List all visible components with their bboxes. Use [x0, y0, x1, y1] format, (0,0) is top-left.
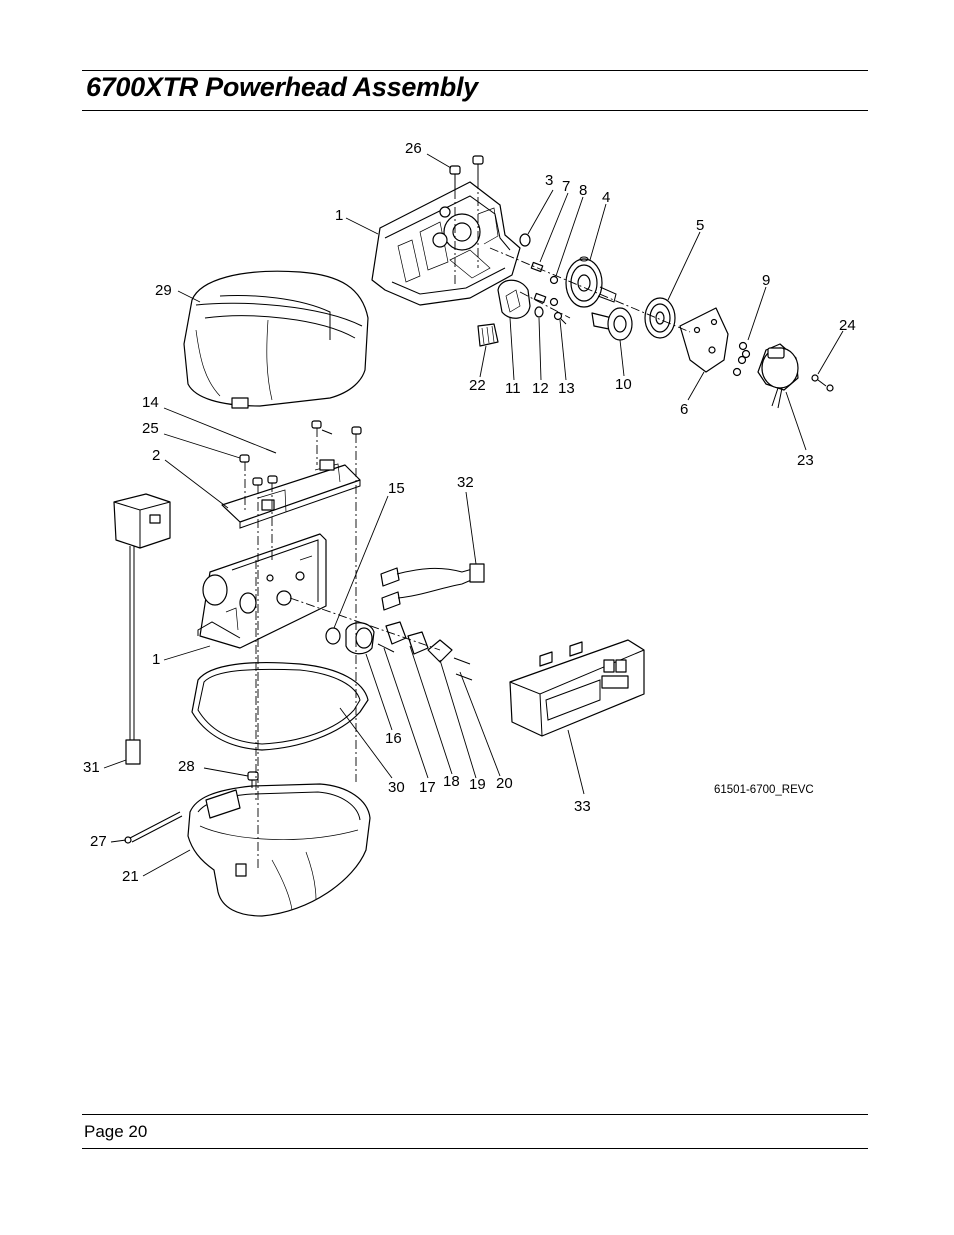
ball-8: [549, 275, 559, 307]
callout-label: 27: [90, 833, 107, 850]
callout-label: 30: [388, 779, 405, 796]
callout-label: 16: [385, 730, 402, 747]
callout-label: 14: [142, 394, 159, 411]
screws-20: [453, 657, 473, 681]
screws-9: [732, 341, 751, 377]
callout-label: 28: [178, 758, 195, 775]
motor-23: [757, 343, 799, 409]
cam-11: [497, 279, 531, 319]
encoder-16: [345, 622, 375, 655]
mounting-plate-2: [221, 459, 361, 529]
drawing-reference: 61501-6700_REVC: [714, 784, 814, 796]
wire-harness-32: [380, 563, 485, 611]
callout-label: 31: [83, 759, 100, 776]
callout-label: 5: [696, 217, 704, 234]
callout-label: 18: [443, 773, 460, 790]
screw-26: [449, 155, 484, 190]
callout-label: 13: [558, 380, 575, 397]
callout-label: 2: [152, 447, 160, 464]
callout-label: 1: [335, 207, 343, 224]
callout-label: 11: [505, 380, 521, 397]
leader-lines: [103, 153, 844, 877]
footer-bottom-rule: [82, 1148, 868, 1149]
alignment-axes: [244, 180, 691, 870]
screws-25: [239, 420, 362, 486]
callout-label: 1: [152, 651, 160, 668]
header-bottom-rule: [82, 110, 868, 111]
callout-label: 7: [562, 178, 570, 195]
callout-label: 17: [419, 779, 436, 796]
screw-17: [377, 643, 395, 653]
callout-label: 15: [388, 480, 405, 497]
callout-label: 25: [142, 420, 159, 437]
callout-label: 12: [532, 380, 549, 397]
washer-12: [534, 306, 544, 318]
reduction-gear-5: [644, 297, 676, 339]
callout-label: 6: [680, 401, 688, 418]
callout-label: 3: [545, 172, 553, 189]
callout-label: 19: [469, 776, 486, 793]
callout-label: 33: [574, 798, 591, 815]
switch-18: [385, 621, 429, 655]
main-gear-4: [565, 256, 617, 308]
back-plate-lower: [197, 533, 327, 649]
callout-label: 26: [405, 140, 422, 157]
callout-label: 20: [496, 775, 513, 792]
back-plate-top: [371, 181, 521, 306]
footer-top-rule: [82, 1114, 868, 1115]
screw-24: [811, 374, 834, 392]
knob-22: [477, 323, 499, 347]
gasket-30: [191, 661, 369, 751]
washer-3: [519, 233, 531, 247]
pins-14: [265, 429, 333, 454]
callout-label: 24: [839, 317, 856, 334]
callout-label: 22: [469, 377, 486, 394]
page-number: Page 20: [84, 1122, 148, 1141]
screw-13: [553, 311, 567, 325]
rod-27: [124, 811, 183, 844]
callout-label: 8: [579, 182, 587, 199]
callout-labels: 26 3 7 8 4 1 5 29 9 24 22 11 12 13 10 6 …: [83, 140, 856, 885]
transformer-31: [113, 493, 171, 765]
drive-gear-10: [591, 307, 633, 341]
washer-15: [325, 627, 341, 645]
page-title: 6700XTR Powerhead Assembly: [86, 72, 478, 102]
header-top-rule: [82, 70, 868, 71]
callout-label: 10: [615, 376, 632, 393]
cover: [183, 270, 369, 409]
base-housing-21: [187, 783, 371, 917]
motor-plate-6: [679, 307, 729, 373]
controller-33: [509, 639, 645, 737]
callout-label: 4: [602, 189, 610, 206]
callout-label: 29: [155, 282, 172, 299]
callout-label: 23: [797, 452, 814, 469]
callout-label: 21: [122, 868, 139, 885]
switch-19: [427, 639, 453, 663]
callout-label: 32: [457, 474, 474, 491]
callout-label: 9: [762, 272, 770, 289]
